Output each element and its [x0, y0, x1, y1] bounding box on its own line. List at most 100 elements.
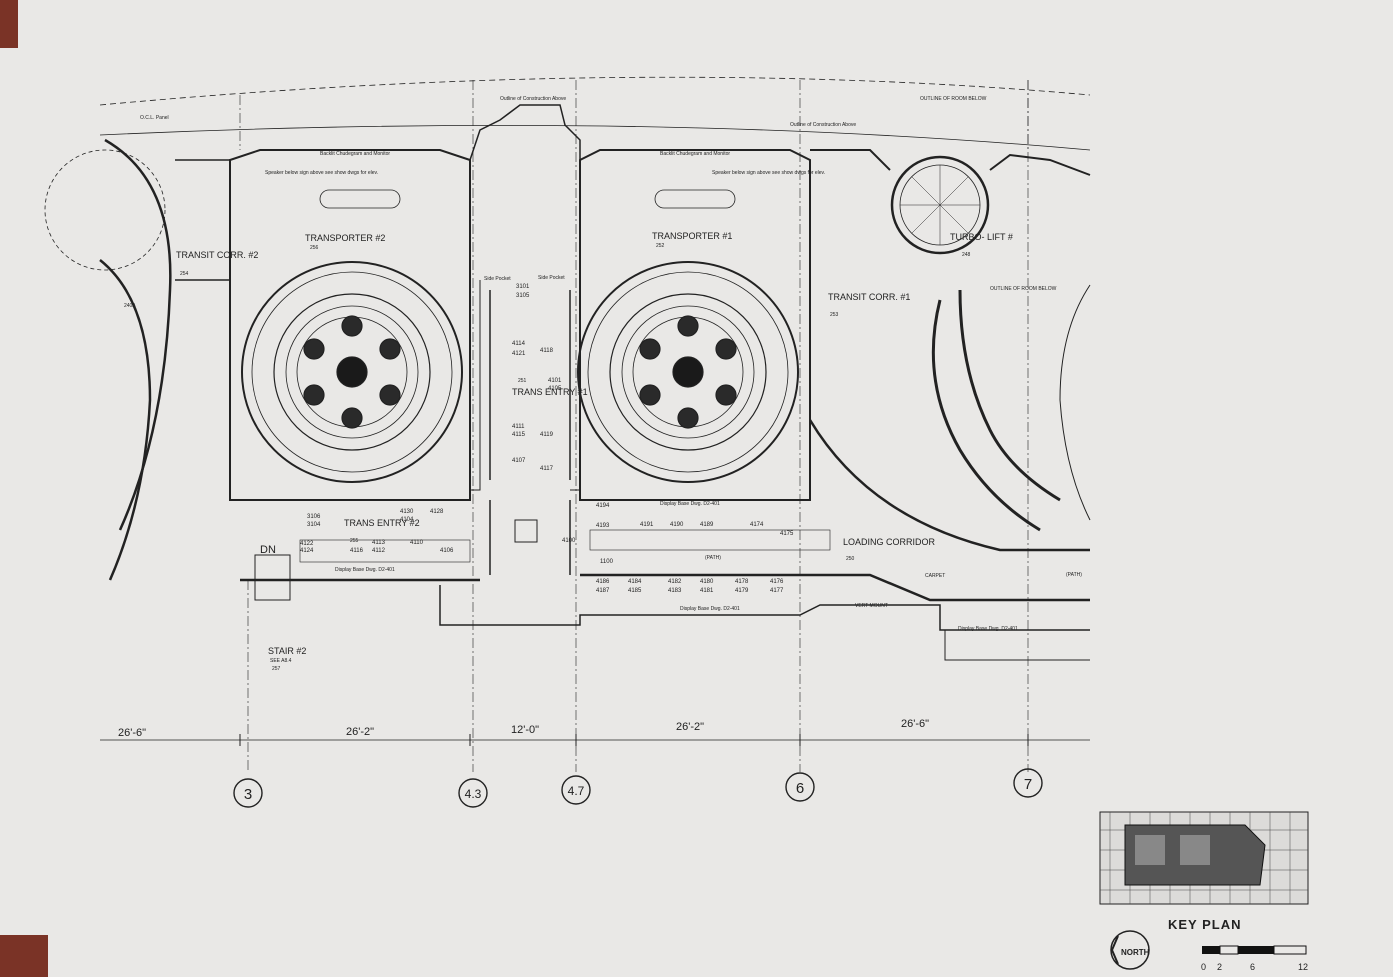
room-trans-entry-1-name: TRANS ENTRY #1	[512, 387, 588, 397]
tag-4194: 4194	[596, 503, 610, 509]
corridor-tags: 4194 4193 4191 4190 4189 4186 4184 4182 …	[562, 503, 794, 594]
room-transit-corr-1-name: TRANSIT CORR. #1	[828, 292, 910, 302]
transporter-2-pad	[241, 261, 463, 483]
room-trans-entry-1-number: 251	[518, 378, 527, 384]
grid-label-7: 7	[1024, 776, 1032, 793]
note-ocl-panel: O.C.L. Panel	[140, 115, 169, 121]
tag-4187: 4187	[596, 588, 610, 594]
grid-label-3: 3	[244, 786, 252, 803]
north-arrow-icon	[1110, 930, 1150, 970]
tag-4174: 4174	[750, 522, 764, 528]
tag-4185: 4185	[628, 588, 642, 594]
note-side-pocket-right: Side Pocket	[538, 275, 565, 281]
key-plan-title: KEY PLAN	[1168, 917, 1242, 932]
room-transporter-2-name: TRANSPORTER #2	[305, 233, 385, 243]
tag-4117: 4117	[540, 466, 554, 472]
room-loading-corridor-name: LOADING CORRIDOR	[843, 537, 936, 547]
entry-1-tags: 3101 3105 4114 4121 4118 4101 4105 4115 …	[512, 284, 562, 472]
tag-3105: 3105	[516, 293, 530, 299]
tag-4114: 4114	[512, 341, 526, 347]
tag-4112: 4112	[372, 548, 386, 554]
dimension-2: 26'-2"	[346, 726, 374, 738]
note-carpet: CARPET	[925, 573, 945, 579]
tag-4183: 4183	[668, 588, 682, 594]
tag-3106: 3106	[307, 514, 321, 520]
tag-4104: 4104	[400, 517, 414, 523]
tag-4115: 4115	[512, 432, 526, 438]
note-dn: DN	[260, 544, 276, 556]
note-side-pocket-left: Side Pocket	[484, 276, 511, 282]
scale-label-0: 0	[1201, 962, 1206, 972]
room-trans-entry-2-number: 255	[350, 538, 359, 544]
tag-4189: 4189	[700, 522, 714, 528]
floor-plan	[44, 76, 1091, 772]
tag-4193: 4193	[596, 523, 610, 529]
tag-4122: 4122	[300, 541, 314, 547]
tag-4121: 4121	[512, 351, 526, 357]
note-display-case-far: Display Base Dwg. D2-401	[958, 626, 1018, 632]
room-stair-2-name: STAIR #2	[268, 646, 306, 656]
scale-bar	[1202, 945, 1307, 955]
dimension-4: 26'-2"	[676, 721, 704, 733]
grid-markers	[233, 768, 1043, 808]
tag-4178: 4178	[735, 579, 749, 585]
grid-label-6: 6	[796, 780, 804, 797]
tag-4184: 4184	[628, 579, 642, 585]
tag-4100: 4100	[562, 538, 576, 544]
room-transit-corr-1-number: 253	[830, 312, 839, 318]
tag-1100: 1100	[600, 559, 614, 565]
tag-4110: 4110	[410, 540, 424, 546]
tag-4113: 4113	[372, 540, 386, 546]
note-backlit-left: Backlit Chudegram and Monitor	[320, 151, 390, 157]
note-display-case-bottom: Display Base Dwg. D2-401	[680, 606, 740, 612]
tag-4191: 4191	[640, 522, 654, 528]
grid-label-4-7: 4.7	[568, 784, 585, 798]
key-plan: KEY PLAN NORTH 0 2 6 12	[1099, 811, 1309, 972]
tag-4177: 4177	[770, 588, 784, 594]
dimension-3: 12'-0"	[511, 724, 539, 736]
tag-4180: 4180	[700, 579, 714, 585]
tag-4101: 4101	[548, 378, 562, 384]
scale-label-12: 12	[1298, 962, 1308, 972]
room-stair-2-sub: SEE A8.4	[270, 658, 292, 664]
tag-4176: 4176	[770, 579, 784, 585]
tag-4190: 4190	[670, 522, 684, 528]
scale-label-6: 6	[1250, 962, 1255, 972]
note-construction-above-left: Outline of Construction Above	[500, 96, 566, 102]
north-label: NORTH	[1121, 948, 1150, 957]
room-transporter-1-number: 252	[656, 243, 665, 249]
note-display-case-right: Display Base Dwg. D2-401	[660, 501, 720, 507]
tag-3101: 3101	[516, 284, 530, 290]
dimension-5: 26'-6"	[901, 718, 929, 730]
room-trans-entry-2-name: TRANS ENTRY #2	[344, 518, 420, 528]
note-path-1: (PATH)	[705, 555, 721, 561]
tape-corner-bottom	[0, 935, 48, 977]
note-outline-room-below-top: OUTLINE OF ROOM BELOW	[920, 96, 987, 102]
entry-2-tags: 3106 3104 4122 4124 4130 4128 4104 4110 …	[300, 509, 454, 554]
room-loading-corridor-number: 250	[846, 556, 855, 562]
tag-4116: 4116	[350, 548, 364, 554]
note-display-case-left: Display Base Dwg. D2-401	[335, 567, 395, 573]
tag-3104: 3104	[307, 522, 321, 528]
tag-4106: 4106	[440, 548, 454, 554]
room-transit-corr-2-number: 254	[180, 271, 189, 277]
room-turbo-lift-name: TURBO- LIFT #	[950, 232, 1013, 242]
tag-4105: 4105	[548, 386, 562, 392]
tag-4124: 4124	[300, 548, 314, 554]
tag-4118: 4118	[540, 348, 554, 354]
room-transit-corr-2-name: TRANSIT CORR. #2	[176, 250, 258, 260]
note-speaker-left: Speaker below sign above see show dwgs f…	[265, 170, 378, 176]
tape-corner-top	[0, 0, 18, 48]
tag-4181: 4181	[700, 588, 714, 594]
note-construction-above-right: Outline of Construction Above	[790, 122, 856, 128]
grid-label-4-3: 4.3	[465, 787, 482, 801]
room-turbo-lift-number: 248	[962, 252, 971, 258]
note-outline-room-below-right: OUTLINE OF ROOM BELOW	[990, 286, 1057, 292]
tag-4175: 4175	[780, 531, 794, 537]
room-stair-2-number: 257	[272, 666, 281, 672]
note-speaker-right: Speaker below sign above see show dwgs f…	[712, 170, 825, 176]
tag-4182: 4182	[668, 579, 682, 585]
scale-label-2: 2	[1217, 962, 1222, 972]
room-transporter-1-name: TRANSPORTER #1	[652, 231, 732, 241]
